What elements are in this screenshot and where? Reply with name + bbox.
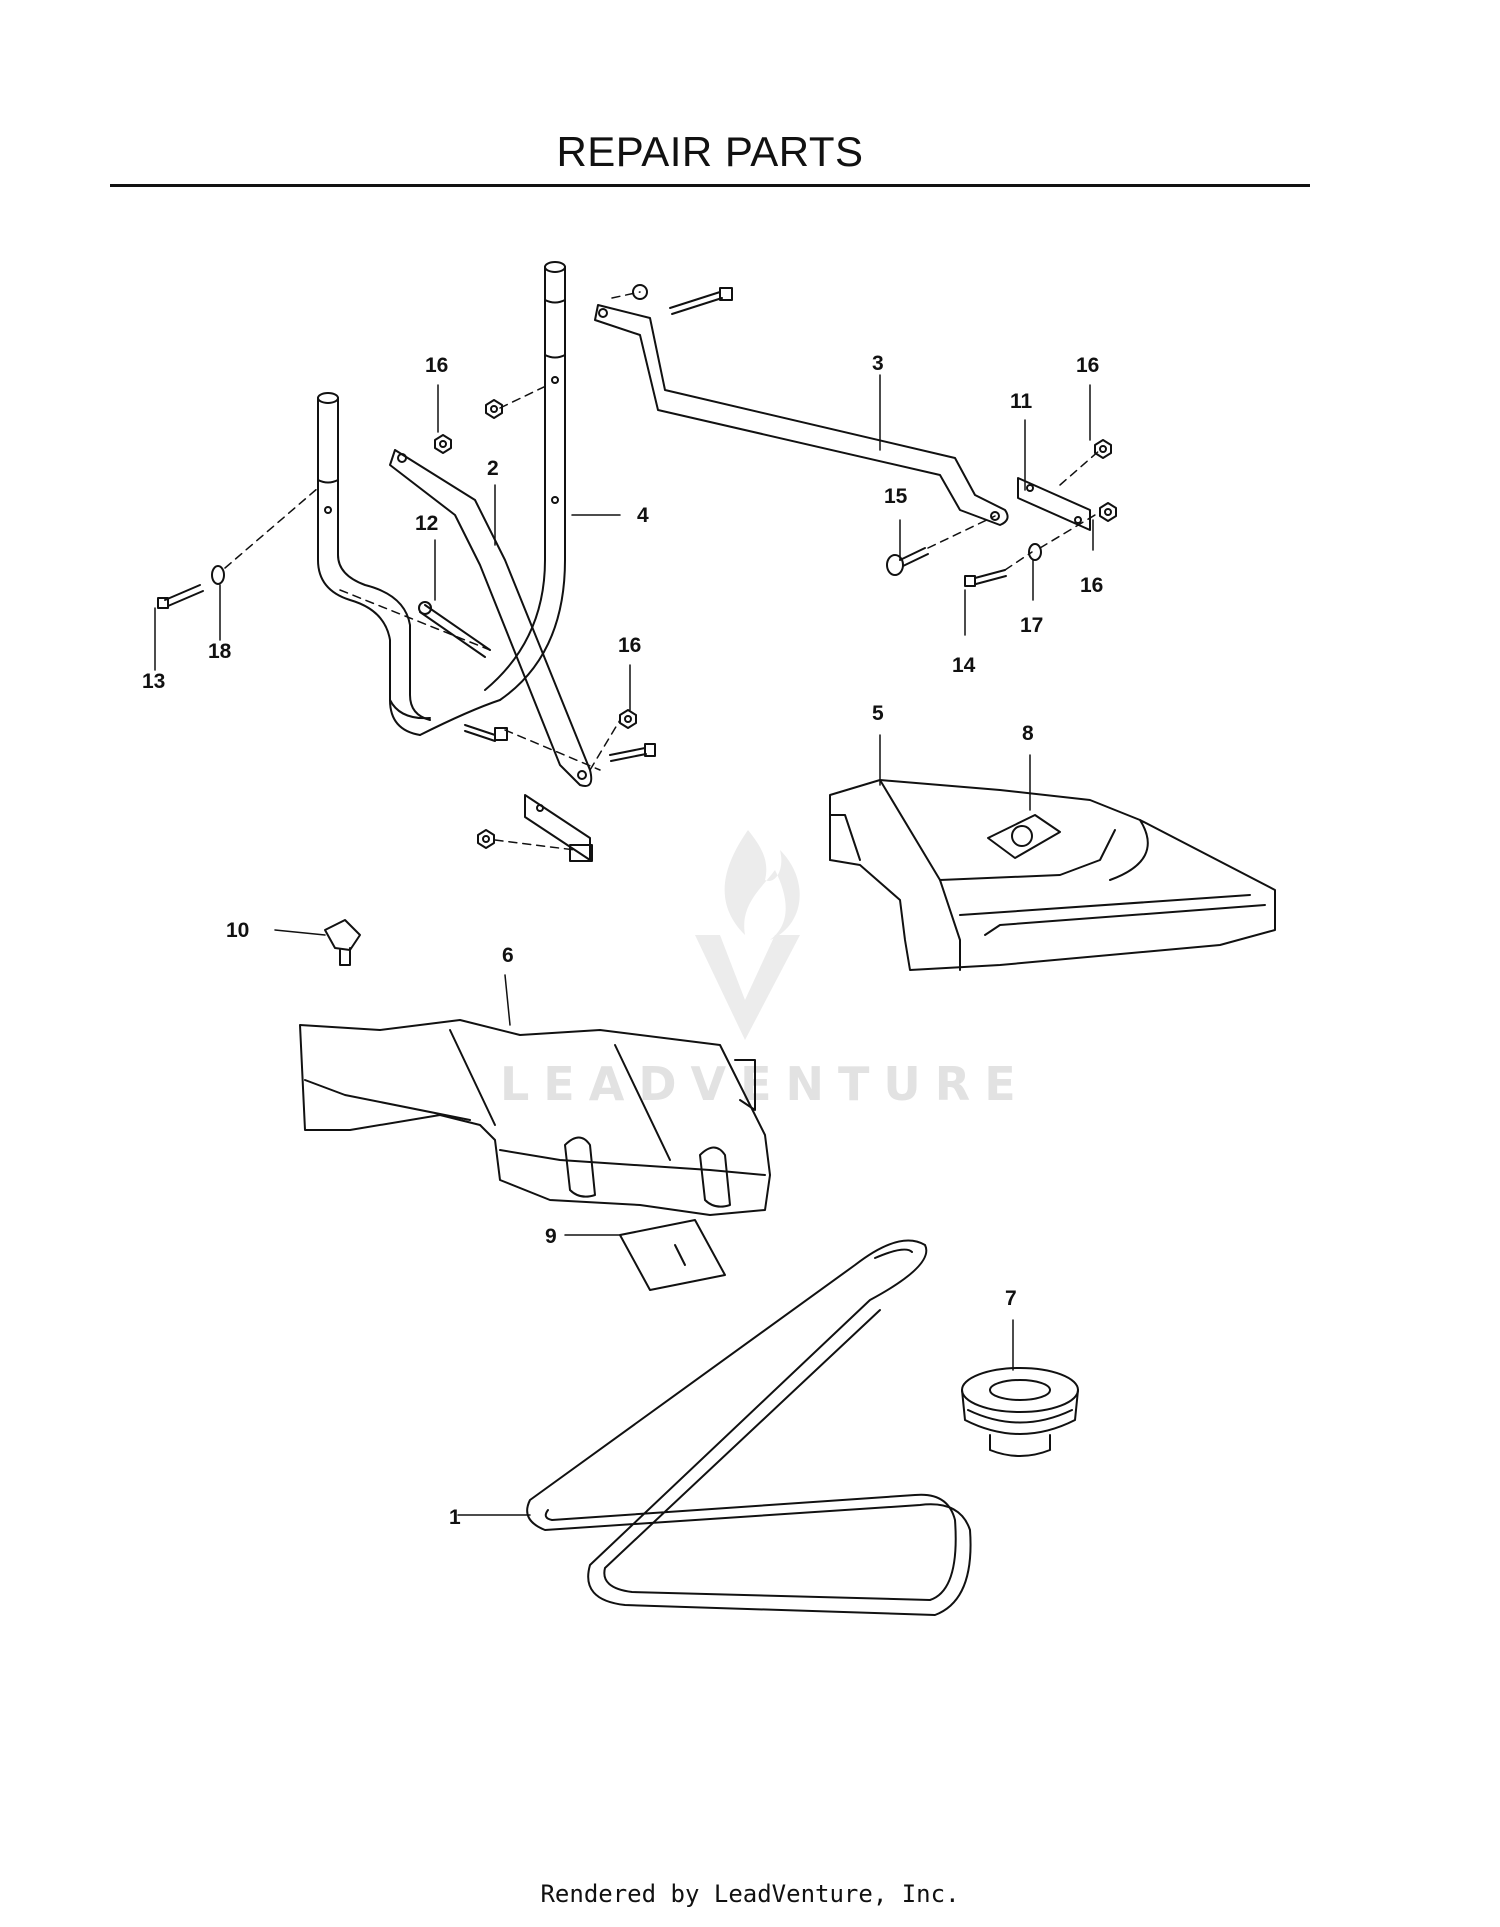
- nut-part-16-a[interactable]: [434, 434, 452, 454]
- plate-part-11[interactable]: [1017, 477, 1091, 531]
- bolt-top[interactable]: [632, 284, 733, 315]
- bolt-part-14[interactable]: [964, 569, 1007, 587]
- callout-4: 4: [637, 504, 649, 527]
- bolt-part-13[interactable]: [157, 584, 204, 609]
- footer-credit: Rendered by LeadVenture, Inc.: [540, 1880, 960, 1908]
- callout-14: 14: [952, 654, 976, 677]
- bolt-bottom-bracket[interactable]: [569, 844, 593, 862]
- handle-tube-part-4[interactable]: [484, 261, 566, 701]
- pulley-part-7[interactable]: [961, 1367, 1079, 1457]
- callout-18: 18: [208, 640, 232, 663]
- watermark-logo: [695, 830, 800, 1040]
- callout-1: 1: [449, 1506, 461, 1529]
- nut-part-16-c[interactable]: [1099, 502, 1117, 522]
- bolt-part-12[interactable]: [418, 601, 491, 658]
- callout-12: 12: [415, 512, 438, 535]
- bolt-lower-left[interactable]: [464, 724, 508, 742]
- belt-cover-part-5[interactable]: [829, 779, 1276, 971]
- assembly-centerlines: [224, 291, 1101, 851]
- nut-lower[interactable]: [477, 829, 495, 849]
- callout-3: 3: [872, 352, 884, 375]
- callout-2: 2: [487, 457, 499, 480]
- washer-part-17[interactable]: [1028, 543, 1042, 561]
- left-handle-tube[interactable]: [317, 392, 501, 736]
- belt-shield-part-6[interactable]: [299, 1019, 771, 1216]
- bolt-part-15[interactable]: [886, 547, 929, 576]
- decal-part-8[interactable]: [987, 814, 1061, 859]
- washer-part-18[interactable]: [211, 565, 225, 585]
- upper-arm-part-3[interactable]: [594, 304, 1009, 526]
- lower-bracket[interactable]: [524, 794, 591, 861]
- callout-16: 16: [618, 634, 641, 657]
- page-title: REPAIR PARTS: [556, 128, 864, 175]
- callout-15: 15: [884, 485, 908, 508]
- callout-16: 16: [1076, 354, 1099, 377]
- callout-9: 9: [545, 1225, 557, 1248]
- title-divider: [110, 184, 1310, 187]
- callout-8: 8: [1022, 722, 1034, 745]
- knob-part-10[interactable]: [324, 919, 361, 966]
- nut-part-16-b[interactable]: [1094, 439, 1112, 459]
- callout-17: 17: [1020, 614, 1043, 637]
- callout-5: 5: [872, 702, 884, 725]
- callout-6: 6: [502, 944, 514, 967]
- nut-part-16-d[interactable]: [619, 709, 637, 729]
- bolt-lower-right[interactable]: [609, 743, 656, 762]
- callout-11: 11: [1010, 390, 1033, 413]
- callout-16: 16: [425, 354, 448, 377]
- v-belt-part-1[interactable]: [526, 1239, 972, 1616]
- watermark-text: LEADVENTURE: [500, 1057, 1030, 1111]
- callout-16: 16: [1080, 574, 1103, 597]
- callout-7: 7: [1005, 1287, 1017, 1310]
- callout-13: 13: [142, 670, 165, 693]
- decal-part-9[interactable]: [619, 1219, 726, 1291]
- callout-10: 10: [226, 919, 249, 942]
- callout-leaders: [154, 374, 1094, 1516]
- nut-upper[interactable]: [485, 399, 503, 419]
